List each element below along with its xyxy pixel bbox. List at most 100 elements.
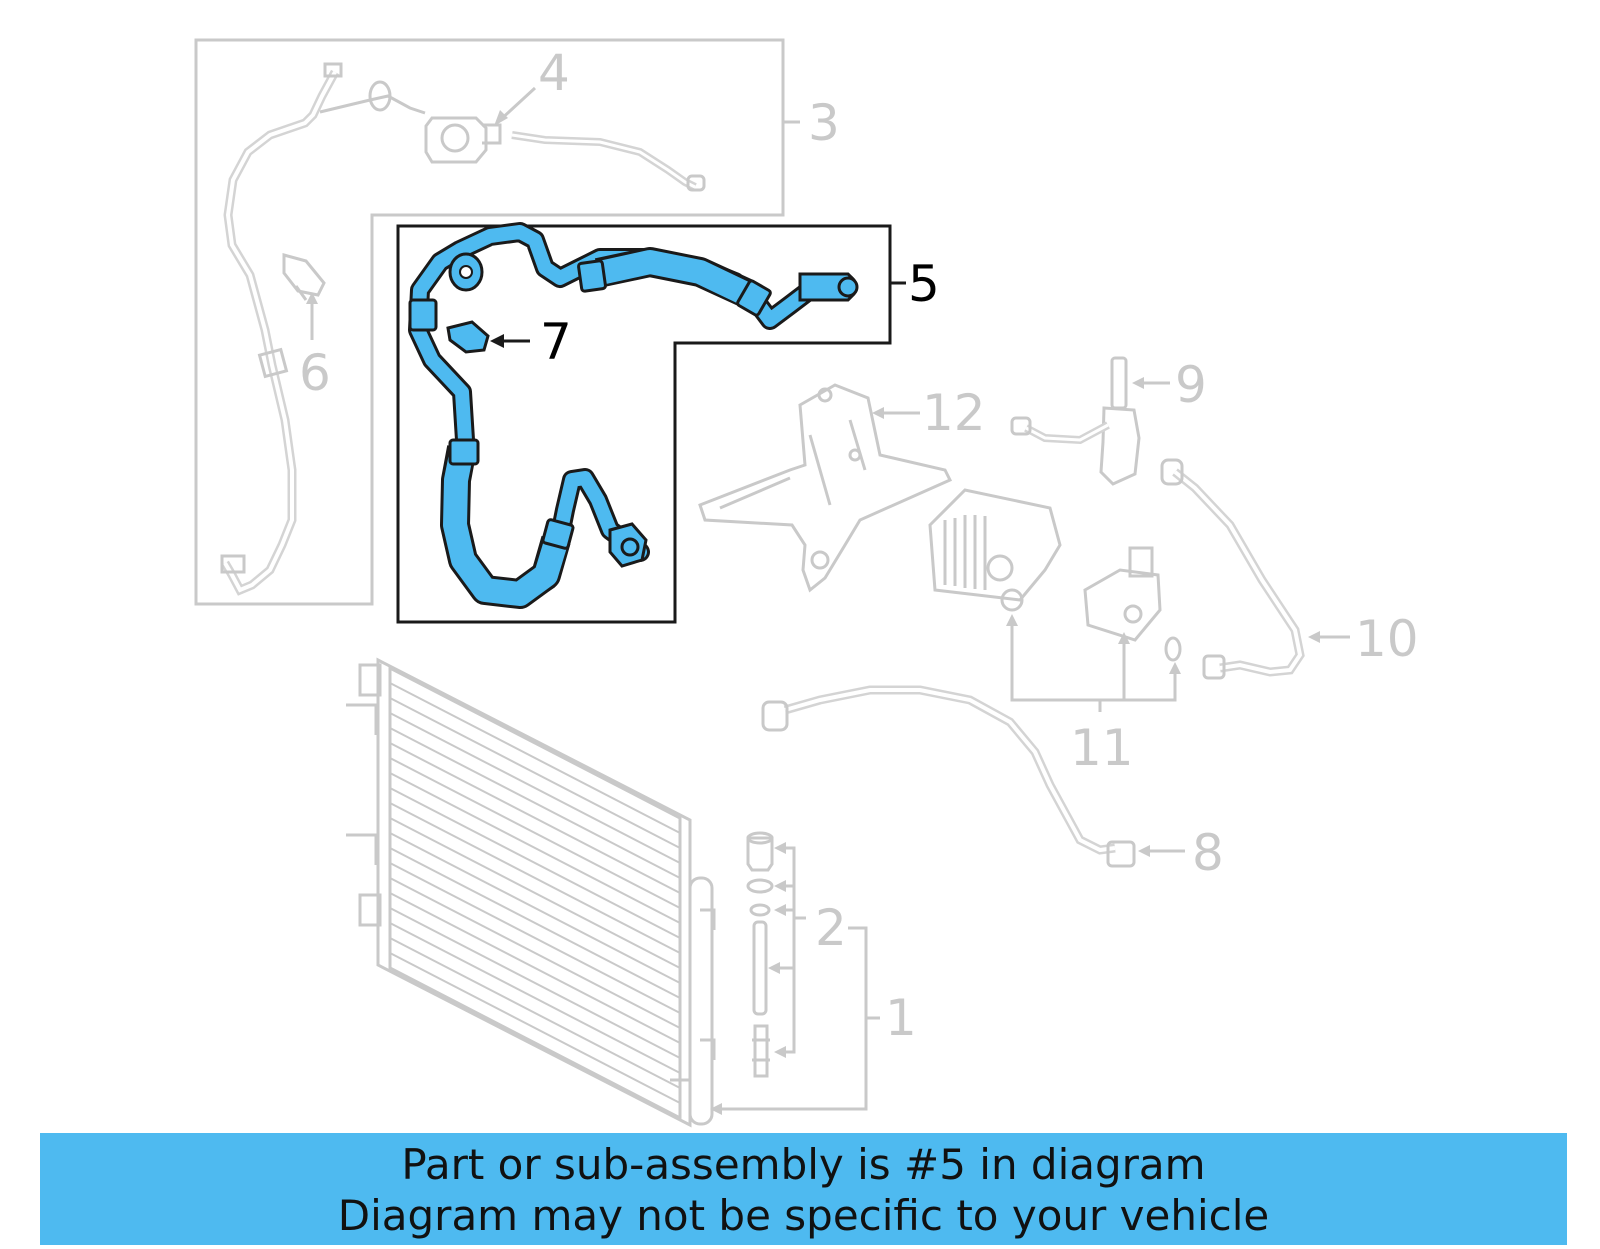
part-12-bracket-rib	[719, 419, 867, 510]
arrow-11-head-1	[1006, 614, 1018, 626]
part-10-end-top	[1160, 458, 1184, 486]
part-11-valve-port-2	[1000, 588, 1024, 612]
part-12-bracket-plate	[698, 383, 953, 593]
part-1-brackets-left	[346, 663, 382, 927]
part-8-line-inner	[784, 688, 1116, 853]
part-11-valve-body	[928, 488, 1062, 602]
part-2-filter	[752, 1024, 770, 1078]
part-8-hose	[761, 685, 1185, 868]
part-11-group	[928, 488, 1182, 712]
banner-line-1: Part or sub-assembly is #5 in diagram	[401, 1140, 1206, 1189]
part-10-line-inner	[1173, 470, 1303, 675]
part-1-condenser-fins	[389, 682, 681, 1104]
callout-6: 6	[299, 344, 331, 402]
part-5-end-fitting-right-port	[837, 276, 859, 298]
part-9-block	[1099, 406, 1141, 486]
part-12-bracket-hole-1	[817, 387, 833, 403]
part-1-receiver-tank	[688, 876, 714, 1126]
arrow-10-head	[1308, 631, 1320, 643]
callout-10: 10	[1355, 610, 1419, 668]
assembly-3-group	[194, 38, 800, 606]
part-11-valve-fins	[943, 515, 987, 590]
arrow-8-head	[1138, 845, 1150, 857]
part-8-line	[783, 685, 1116, 855]
part-2-o-ring-1	[746, 878, 774, 894]
part-9-pipe	[1010, 356, 1170, 486]
callout-2: 2	[815, 899, 847, 957]
part-2-plug-top	[746, 831, 774, 845]
part-1-condenser	[346, 657, 880, 1128]
part-11-o-ring	[1164, 636, 1182, 662]
part-1-condenser-core	[376, 657, 692, 1128]
part-5-ferrule-upper-left	[577, 259, 607, 293]
assembly-5-group	[396, 222, 906, 624]
arrow-1-head	[710, 1103, 722, 1115]
part-4-valve-boss	[482, 123, 502, 145]
part-11-valve-block-port	[1123, 604, 1143, 624]
part-5-end-fitting-lower-port	[620, 537, 640, 557]
callout-1: 1	[885, 989, 917, 1047]
part-5-ferrule-upper-right	[736, 279, 772, 317]
part-5-flange-upper-hole	[459, 265, 473, 279]
part-12-bracket-hole-2	[810, 550, 830, 570]
part-5-hose-sleeve-lower	[443, 447, 568, 606]
part-3-right-pipe-inner	[511, 133, 696, 189]
part-3-hose-inner	[223, 71, 337, 593]
part-3-hose	[221, 69, 339, 596]
arrow-11-head-2	[1118, 632, 1130, 644]
part-7-switch	[446, 320, 490, 354]
arrow-6-head	[306, 292, 318, 304]
arrow-2-heads	[768, 842, 786, 1058]
callout-5: 5	[908, 255, 940, 313]
info-banner: Part or sub-assembly is #5 in diagram Di…	[40, 1133, 1567, 1245]
part-3-fitting-top	[323, 62, 343, 78]
part-8-end-right	[1106, 840, 1136, 868]
part-3-upper-pipe	[319, 94, 426, 115]
part-3-clip	[257, 347, 289, 379]
part-11-valve-port-1	[986, 554, 1014, 582]
part-3-lower-fitting	[220, 554, 246, 574]
part-11-bracket-lines	[1010, 622, 1177, 712]
part-9-end	[1010, 416, 1032, 436]
callout-4: 4	[538, 44, 570, 102]
part-2-kit	[746, 831, 806, 1078]
part-5-ferrule-lower-top	[448, 438, 480, 466]
part-9-line-inner	[1025, 423, 1109, 442]
part-10-pipe	[1160, 458, 1350, 680]
arrow-9-head	[1132, 377, 1144, 389]
part-11-valve-block-cap	[1128, 546, 1154, 578]
callout-11: 11	[1070, 719, 1134, 777]
part-3-flange	[368, 80, 392, 112]
part-2-desiccant	[752, 920, 768, 1016]
part-3-right-end	[686, 174, 706, 192]
part-2-o-ring-2	[749, 903, 771, 917]
part-12-bracket-hole-3	[848, 448, 862, 462]
part-10-end-bottom	[1202, 654, 1226, 680]
leader-2	[776, 846, 806, 1054]
part-11-valve-block	[1083, 568, 1162, 642]
callout-12: 12	[922, 384, 986, 442]
part-1-condenser-core-inner	[388, 665, 682, 1121]
callout-9: 9	[1175, 356, 1207, 414]
part-4-valve-port	[440, 123, 470, 153]
part-4-valve	[424, 116, 488, 164]
part-9-stem	[1110, 356, 1128, 410]
callout-7: 7	[540, 313, 572, 371]
part-1-brackets-right	[670, 908, 716, 1110]
callout-8: 8	[1192, 824, 1224, 882]
part-12-bracket	[698, 383, 953, 593]
banner-line-2: Diagram may not be specific to your vehi…	[337, 1191, 1270, 1240]
callout-3: 3	[808, 94, 840, 152]
arrow-7-head	[490, 334, 504, 348]
part-6-sensor	[282, 253, 326, 297]
part-10-line	[1172, 468, 1305, 677]
assembly-3-frame	[194, 38, 785, 606]
arrow-12-head	[872, 407, 884, 419]
arrow-11-head-3	[1169, 662, 1181, 674]
part-5-ferrule-lower-right	[541, 518, 575, 550]
part-5-hose-sleeve-upper	[597, 250, 752, 305]
part-5-bracket-left	[408, 298, 438, 332]
part-6-sensor-tip	[294, 285, 308, 301]
arrow-4-head	[494, 110, 508, 126]
